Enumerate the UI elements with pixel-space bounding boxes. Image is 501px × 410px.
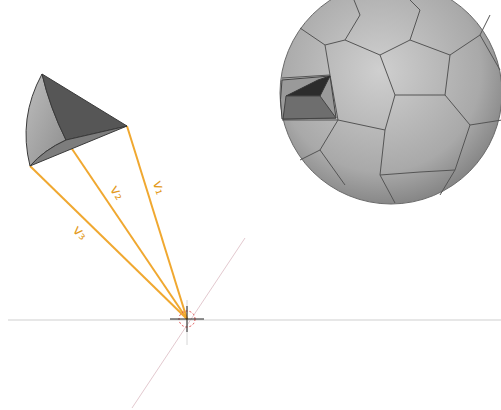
vector-lines [30, 126, 187, 319]
vector-label: v₃ [68, 221, 92, 245]
z-axis [187, 300, 188, 345]
origin-marker [170, 306, 204, 332]
vector-label: v₁ [149, 177, 169, 199]
sphere-segment [26, 74, 127, 166]
vector-label: v₂ [106, 181, 129, 204]
cell-sphere [280, 0, 501, 204]
x-axis [8, 320, 501, 321]
